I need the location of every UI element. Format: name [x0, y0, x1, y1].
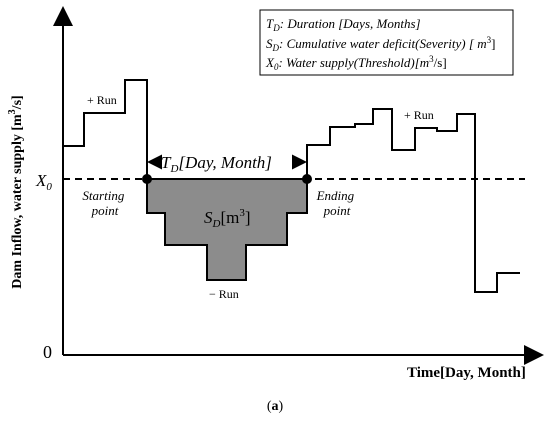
- legend-line-duration: TD: Duration [Days, Months]: [266, 16, 421, 33]
- duration-label: TD[Day, Month]: [161, 153, 272, 175]
- deficit-area: [146, 178, 308, 281]
- positive-run-label-left: + Run: [87, 93, 117, 107]
- origin-label: 0: [43, 342, 52, 362]
- positive-run-label-right: + Run: [404, 108, 434, 122]
- legend-line-threshold: X0: Water supply(Threshold)[m3/s]: [265, 54, 447, 72]
- inflow-series: [63, 79, 520, 293]
- threshold-label: X0: [35, 171, 52, 193]
- y-axis-label: Dam Inflow, water supply [m3/s]: [7, 95, 25, 288]
- ending-point-label: Ending point: [316, 188, 358, 218]
- starting-point-marker: [142, 174, 152, 184]
- starting-point-label: Starting point: [82, 188, 127, 218]
- legend-line-severity: SD: Cumulative water deficit(Severity) […: [266, 35, 495, 53]
- ending-point-marker: [302, 174, 312, 184]
- severity-label: SD[m3]: [204, 207, 251, 230]
- legend-box: [259, 9, 514, 76]
- figure-caption: (a): [267, 399, 284, 414]
- x-axis-label: Time[Day, Month]: [407, 365, 526, 381]
- negative-run-label: − Run: [209, 287, 239, 301]
